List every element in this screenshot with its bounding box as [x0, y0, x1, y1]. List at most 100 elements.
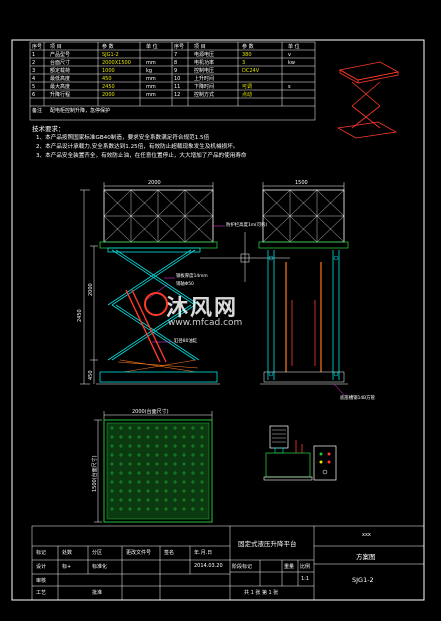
- spec-cell: 点动: [242, 92, 253, 98]
- callout-cylinder: 缸径80油缸: [174, 339, 198, 344]
- title-block-weight-label: 重量: [284, 564, 295, 570]
- dim-side-width: 1500: [295, 180, 308, 186]
- title-block-drawing-no: SJG1-2: [352, 576, 374, 584]
- title-block-scale: 1:1: [301, 576, 310, 582]
- spec-cell: kg: [146, 68, 153, 74]
- plan-view: [94, 411, 213, 523]
- title-block-cell: 处数: [62, 550, 73, 556]
- dim-front-width: 2000: [148, 180, 161, 186]
- dim-min-height: 450: [88, 370, 94, 380]
- spec-cell: 上升时间: [194, 76, 215, 82]
- spec-header-cell: 参 数: [102, 44, 114, 50]
- note-line-1: 1、本产品按照国家标准GB40制造，要求安全系数满足符合规范1.5倍: [36, 135, 210, 141]
- title-block-grid: [31, 525, 425, 601]
- callout-guard: 防护栏高度1m(可拆): [226, 223, 268, 228]
- callout-hinge: 销轴Φ50: [176, 282, 194, 287]
- title-block-cell: 标记: [36, 550, 47, 556]
- title-block-cell: 2014.03.20: [194, 563, 223, 569]
- spec-header-cell: 参 数: [242, 44, 254, 50]
- callout-pump: 钢板厚度14mm: [176, 274, 208, 279]
- spec-cell: 12: [174, 92, 181, 98]
- spec-cell: 2000: [102, 92, 115, 98]
- title-block-cell: 工艺: [36, 590, 47, 596]
- spec-cell: 10: [174, 76, 181, 82]
- spec-cell: 8: [174, 60, 178, 66]
- spec-cell: 可调: [242, 84, 253, 90]
- title-block-cell: 分区: [92, 550, 103, 556]
- spec-cell: mm: [146, 92, 156, 98]
- spec-cell: 台面尺寸: [50, 60, 71, 66]
- spec-remark-text: 配电柜控制升降，急停保护: [50, 108, 111, 114]
- title-block-cell: 标准化: [92, 564, 108, 570]
- spec-cell: 6: [32, 92, 36, 98]
- spec-cell: 3: [242, 60, 246, 66]
- spec-cell: 3: [32, 68, 36, 74]
- spec-cell: 2450: [102, 84, 115, 90]
- note-line-2: 2、本产品设计承载力,安全系数达到1.25倍，有效防止超载现象发生及机械损坏。: [36, 144, 239, 150]
- spec-cell: SJG1-2: [102, 52, 119, 58]
- title-block-cell: 设计: [36, 564, 47, 570]
- title-block-sheet-info: 共 1 张 第 1 张: [244, 590, 279, 596]
- spec-cell: 450: [102, 76, 112, 82]
- note-line-3: 3、本产品安全装置齐全，有效防止油，在任意位置停止，大大增加了产品的使用寿命: [36, 153, 247, 159]
- spec-cell: 4: [32, 76, 36, 82]
- spec-cell: 1000: [102, 68, 115, 74]
- title-block-cell: 标+: [62, 564, 72, 570]
- spec-table-grid: [29, 41, 316, 121]
- title-block-stage-label: 阶段标记: [232, 564, 253, 570]
- dim-stroke: 2000: [88, 283, 94, 296]
- spec-header-cell: 序号: [174, 44, 185, 50]
- spec-cell: 升降行程: [50, 92, 71, 98]
- notes-title: 技术要求：: [32, 125, 65, 133]
- plan-tread-pattern: [110, 426, 204, 511]
- spec-cell: 2000X1500: [102, 60, 131, 66]
- side-view: [258, 182, 349, 397]
- spec-cell: 下降时间: [194, 84, 215, 90]
- spec-cell: 5: [32, 84, 36, 90]
- spec-cell: kw: [288, 60, 295, 66]
- callout-base: 底座槽钢14B方管: [340, 396, 375, 401]
- dim-plan-depth: 1500(台面尺寸): [92, 455, 98, 492]
- spec-cell: 电源电压: [194, 52, 215, 58]
- power-unit: [263, 425, 313, 481]
- isometric-preview: [336, 61, 400, 139]
- spec-cell: 2: [32, 60, 36, 66]
- spec-header-cell: 单 位: [288, 44, 300, 50]
- spec-cell: 产品型号: [50, 52, 71, 58]
- watermark-brand: 沐风网: [166, 296, 239, 321]
- dim-plan-width: 2000(台面尺寸): [132, 409, 169, 415]
- spec-cell: 7: [174, 52, 178, 58]
- spec-cell: 11: [174, 84, 181, 90]
- title-block-cell: 年.月.日: [194, 550, 213, 556]
- title-block-cell: 批准: [92, 590, 103, 596]
- title-block-scale-label: 比例: [300, 564, 311, 570]
- spec-cell: mm: [146, 76, 156, 82]
- spec-cell: DC24V: [242, 68, 260, 74]
- spec-cell: s: [288, 84, 291, 90]
- spec-header-cell: 项 目: [194, 44, 206, 50]
- spec-cell: 控制电压: [194, 68, 215, 74]
- spec-remark-label: 备注: [32, 108, 43, 114]
- spec-header-cell: 项 目: [50, 44, 62, 50]
- spec-cell: v: [288, 52, 291, 58]
- spec-header-cell: 序号: [32, 44, 43, 50]
- title-block-cell: 审核: [36, 578, 47, 584]
- dim-max-height: 2450: [77, 309, 83, 322]
- spec-cell: mm: [146, 84, 156, 90]
- spec-cell: 电机功率: [194, 60, 215, 66]
- spec-cell: 最低高度: [50, 76, 71, 82]
- watermark-url: www.mfcad.com: [168, 318, 243, 328]
- title-block-cell: 更改文件号: [126, 550, 152, 556]
- title-block-cell: 签名: [164, 550, 175, 556]
- watermark-logo: [144, 292, 168, 316]
- spec-cell: 380: [242, 52, 252, 58]
- spec-cell: mm: [146, 60, 156, 66]
- spec-header-cell: 单 位: [146, 44, 158, 50]
- front-view: [80, 182, 290, 385]
- control-cabinet: [313, 445, 337, 481]
- spec-cell: 额定载荷: [50, 68, 71, 74]
- title-block-code: xxx: [362, 532, 371, 538]
- title-block-drawing-name: 方案图: [356, 553, 376, 561]
